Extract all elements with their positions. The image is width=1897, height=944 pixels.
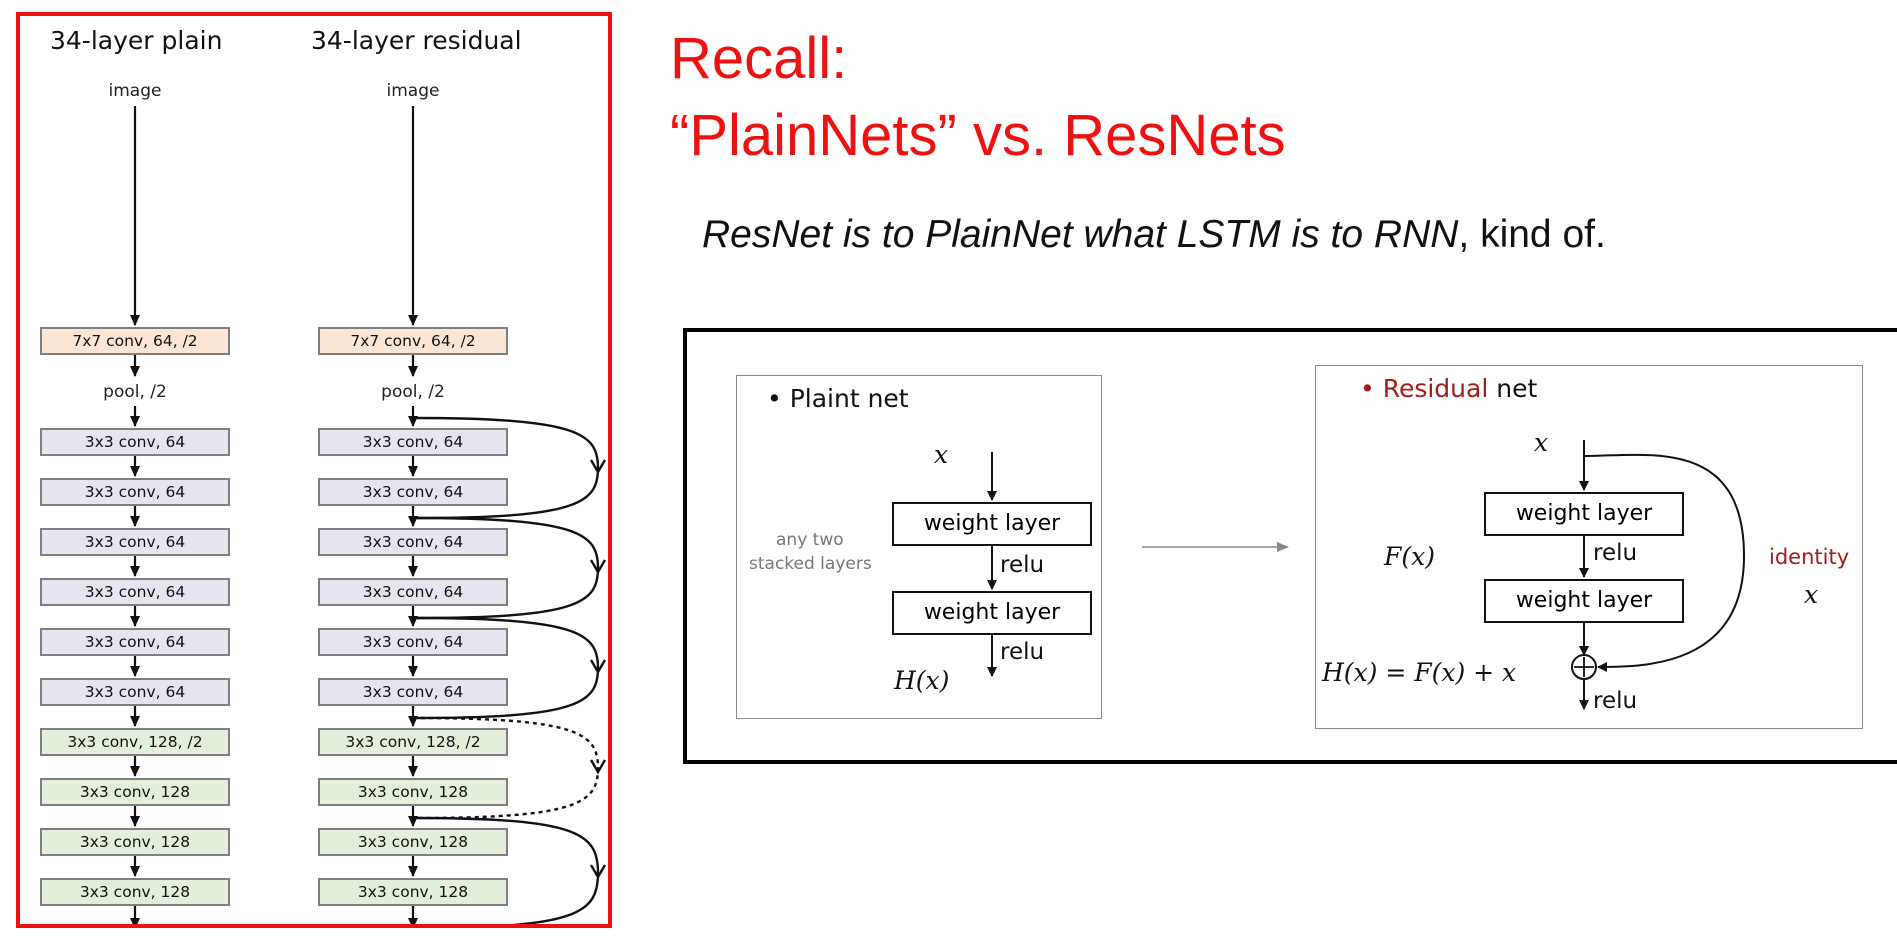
residual-net-box: • Residual net x weight layer F(x) relu … — [1315, 365, 1863, 729]
residual-layer-box: 3x3 conv, 128 — [318, 878, 508, 906]
residual-relu-1: relu — [1593, 540, 1638, 566]
residual-relu-out: relu — [1593, 688, 1638, 714]
flow-arrows — [130, 106, 607, 924]
identity-x: x — [1804, 580, 1819, 609]
title-recall: Recall: — [670, 26, 848, 91]
identity-label: identity — [1769, 545, 1850, 569]
identity-shortcut-curve — [412, 816, 600, 924]
plain-input-x: x — [934, 440, 949, 469]
plain-net-heading: • Plaint net — [767, 384, 909, 413]
residual-layer-box: 3x3 conv, 64 — [318, 578, 508, 606]
comparison-frame: • Plaint net x any two stacked layers we… — [683, 328, 1897, 764]
plain-layer-box: 3x3 conv, 128 — [40, 778, 230, 806]
plain-pool-label: pool, /2 — [103, 382, 167, 402]
plain-layer-box: 3x3 conv, 64 — [40, 628, 230, 656]
shortcut-arrowhead — [589, 864, 607, 880]
plain-side-note-2: stacked layers — [749, 554, 872, 574]
residual-layer-box: 3x3 conv, 64 — [318, 428, 508, 456]
residual-arrows — [1571, 440, 1746, 710]
projection-shortcut-curve — [412, 716, 600, 820]
plain-weight-layer-2: weight layer — [892, 591, 1092, 635]
residual-column-title: 34-layer residual — [311, 26, 522, 55]
plain-layer-box: 3x3 conv, 128 — [40, 828, 230, 856]
identity-shortcut-curve — [412, 416, 600, 520]
architecture-panel: 34-layer plain 34-layer residual image i… — [16, 12, 612, 928]
subtitle: ResNet is to PlainNet what LSTM is to RN… — [702, 213, 1606, 257]
residual-layer-box: 3x3 conv, 64 — [318, 528, 508, 556]
shortcut-arrowhead — [589, 659, 607, 675]
plain-layer-box: 3x3 conv, 64 — [40, 428, 230, 456]
subtitle-italic: ResNet is to PlainNet what LSTM is to RN… — [702, 213, 1459, 256]
plain-side-note-1: any two — [776, 530, 844, 550]
identity-shortcut-curve — [412, 616, 600, 720]
residual-input-x: x — [1534, 428, 1549, 457]
plain-layer-box: 3x3 conv, 64 — [40, 678, 230, 706]
plain-layer-box: 3x3 conv, 64 — [40, 578, 230, 606]
residual-layer-box: 3x3 conv, 64 — [318, 678, 508, 706]
plain-arrows — [987, 452, 997, 677]
residual-layer-box: 3x3 conv, 64 — [318, 628, 508, 656]
residual-output-equation: H(x) = F(x) + x — [1322, 658, 1517, 687]
plain-layer-box: 3x3 conv, 64 — [40, 478, 230, 506]
residual-heading-rest: net — [1496, 374, 1538, 403]
subtitle-rest: , kind of. — [1458, 213, 1606, 256]
plain-relu-1: relu — [1000, 552, 1045, 578]
residual-layer-box: 3x3 conv, 128 — [318, 778, 508, 806]
residual-bullet: • — [1360, 374, 1375, 403]
comparison-arrow — [1142, 542, 1289, 552]
residual-weight-layer-2: weight layer — [1484, 579, 1684, 623]
residual-heading-colored: Residual — [1382, 374, 1489, 403]
plain-column-title: 34-layer plain — [50, 26, 223, 55]
residual-layer-box: 3x3 conv, 64 — [318, 478, 508, 506]
plain-layer-box: 3x3 conv, 64 — [40, 528, 230, 556]
residual-weight-layer-1: weight layer — [1484, 492, 1684, 536]
identity-shortcut-curve — [412, 516, 600, 620]
plain-net-box: • Plaint net x any two stacked layers we… — [736, 375, 1102, 719]
plain-layer-box: 3x3 conv, 128 — [40, 878, 230, 906]
shortcut-arrowhead — [589, 459, 607, 475]
residual-net-heading: • Residual net — [1360, 374, 1537, 403]
residual-layer-box: 3x3 conv, 128 — [318, 828, 508, 856]
shortcut-arrowhead — [589, 559, 607, 575]
title-comparison: “PlainNets” vs. ResNets — [670, 103, 1286, 168]
plain-relu-2: relu — [1000, 639, 1045, 665]
residual-fx-label: F(x) — [1384, 542, 1435, 571]
plain-layer-box: 3x3 conv, 128, /2 — [40, 728, 230, 756]
residual-layer-box: 3x3 conv, 128, /2 — [318, 728, 508, 756]
residual-layer-box: 7x7 conv, 64, /2 — [318, 327, 508, 355]
plain-image-label: image — [108, 81, 162, 101]
plain-weight-layer-1: weight layer — [892, 502, 1092, 546]
residual-pool-label: pool, /2 — [381, 382, 445, 402]
shortcut-arrowhead — [589, 759, 607, 775]
plain-output-hx: H(x) — [894, 666, 950, 695]
residual-image-label: image — [386, 81, 440, 101]
plain-layer-box: 7x7 conv, 64, /2 — [40, 327, 230, 355]
